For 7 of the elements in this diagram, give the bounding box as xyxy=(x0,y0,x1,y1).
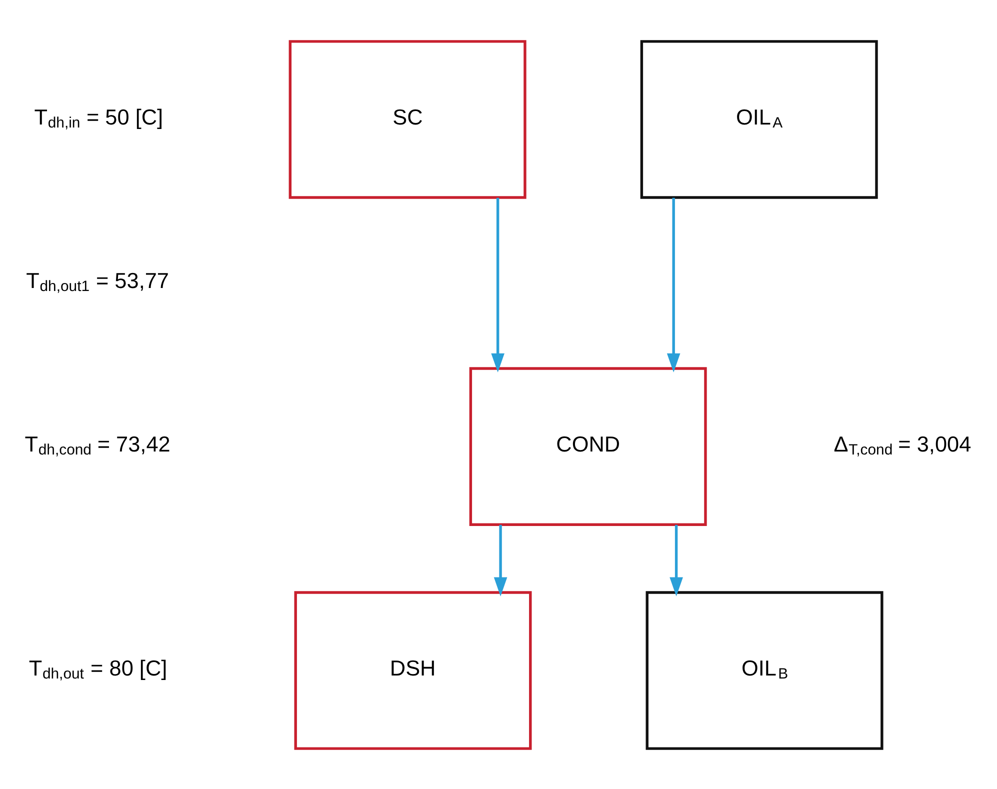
arrow xyxy=(491,197,504,372)
arrow xyxy=(666,197,680,372)
node-box: SC xyxy=(288,40,526,198)
arrow xyxy=(670,524,683,596)
arrow xyxy=(494,524,508,596)
node-box: DSH xyxy=(294,590,532,750)
node-box: COND xyxy=(469,366,707,526)
